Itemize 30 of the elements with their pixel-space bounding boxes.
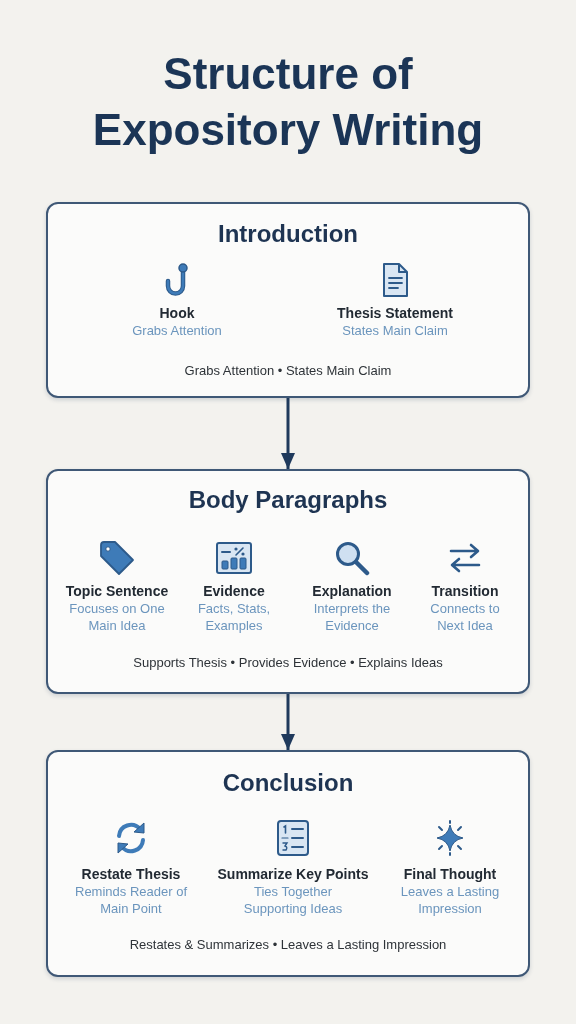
item-description: Leaves a Lasting Impression bbox=[399, 883, 501, 917]
summary-text: Restates & Summarizes • Leaves a Lasting Impression bbox=[129, 936, 447, 954]
section-card bbox=[46, 469, 530, 694]
section-heading: Introduction bbox=[218, 219, 358, 249]
section-heading: Conclusion bbox=[222, 768, 354, 798]
item-title: Explanation bbox=[312, 582, 392, 600]
item-title: Transition bbox=[431, 582, 499, 600]
section-heading: Body Paragraphs bbox=[188, 485, 388, 515]
item-description: States Main Claim bbox=[342, 322, 448, 339]
item-description: Ties Together Supporting Ideas bbox=[242, 883, 344, 917]
item-description: Facts, Stats, Examples bbox=[196, 600, 272, 634]
item-description: Grabs Attention bbox=[132, 322, 222, 339]
diagram-title: Structure of Expository Writing bbox=[91, 48, 485, 156]
item-description: Interprets the Evidence bbox=[312, 600, 392, 634]
item-title: Restate Thesis bbox=[81, 865, 181, 883]
item-description: Reminds Reader of Main Point bbox=[74, 883, 188, 917]
item-description: Focuses on One Main Idea bbox=[68, 600, 166, 634]
item-title: Evidence bbox=[203, 582, 265, 600]
item-description: Connects to Next Idea bbox=[429, 600, 501, 634]
item-title: Final Thought bbox=[403, 865, 497, 883]
section-card bbox=[46, 202, 530, 398]
arrow bbox=[281, 396, 295, 469]
item-title: Thesis Statement bbox=[337, 304, 453, 322]
summary-text: Grabs Attention • States Main Claim bbox=[184, 362, 392, 380]
item-title: Topic Sentence bbox=[65, 582, 169, 600]
arrow bbox=[281, 692, 295, 750]
item-title: Hook bbox=[159, 304, 195, 322]
summary-text: Supports Thesis • Provides Evidence • Explains Ideas bbox=[133, 654, 443, 672]
item-title: Summarize Key Points bbox=[217, 865, 369, 883]
section-card bbox=[46, 750, 530, 977]
